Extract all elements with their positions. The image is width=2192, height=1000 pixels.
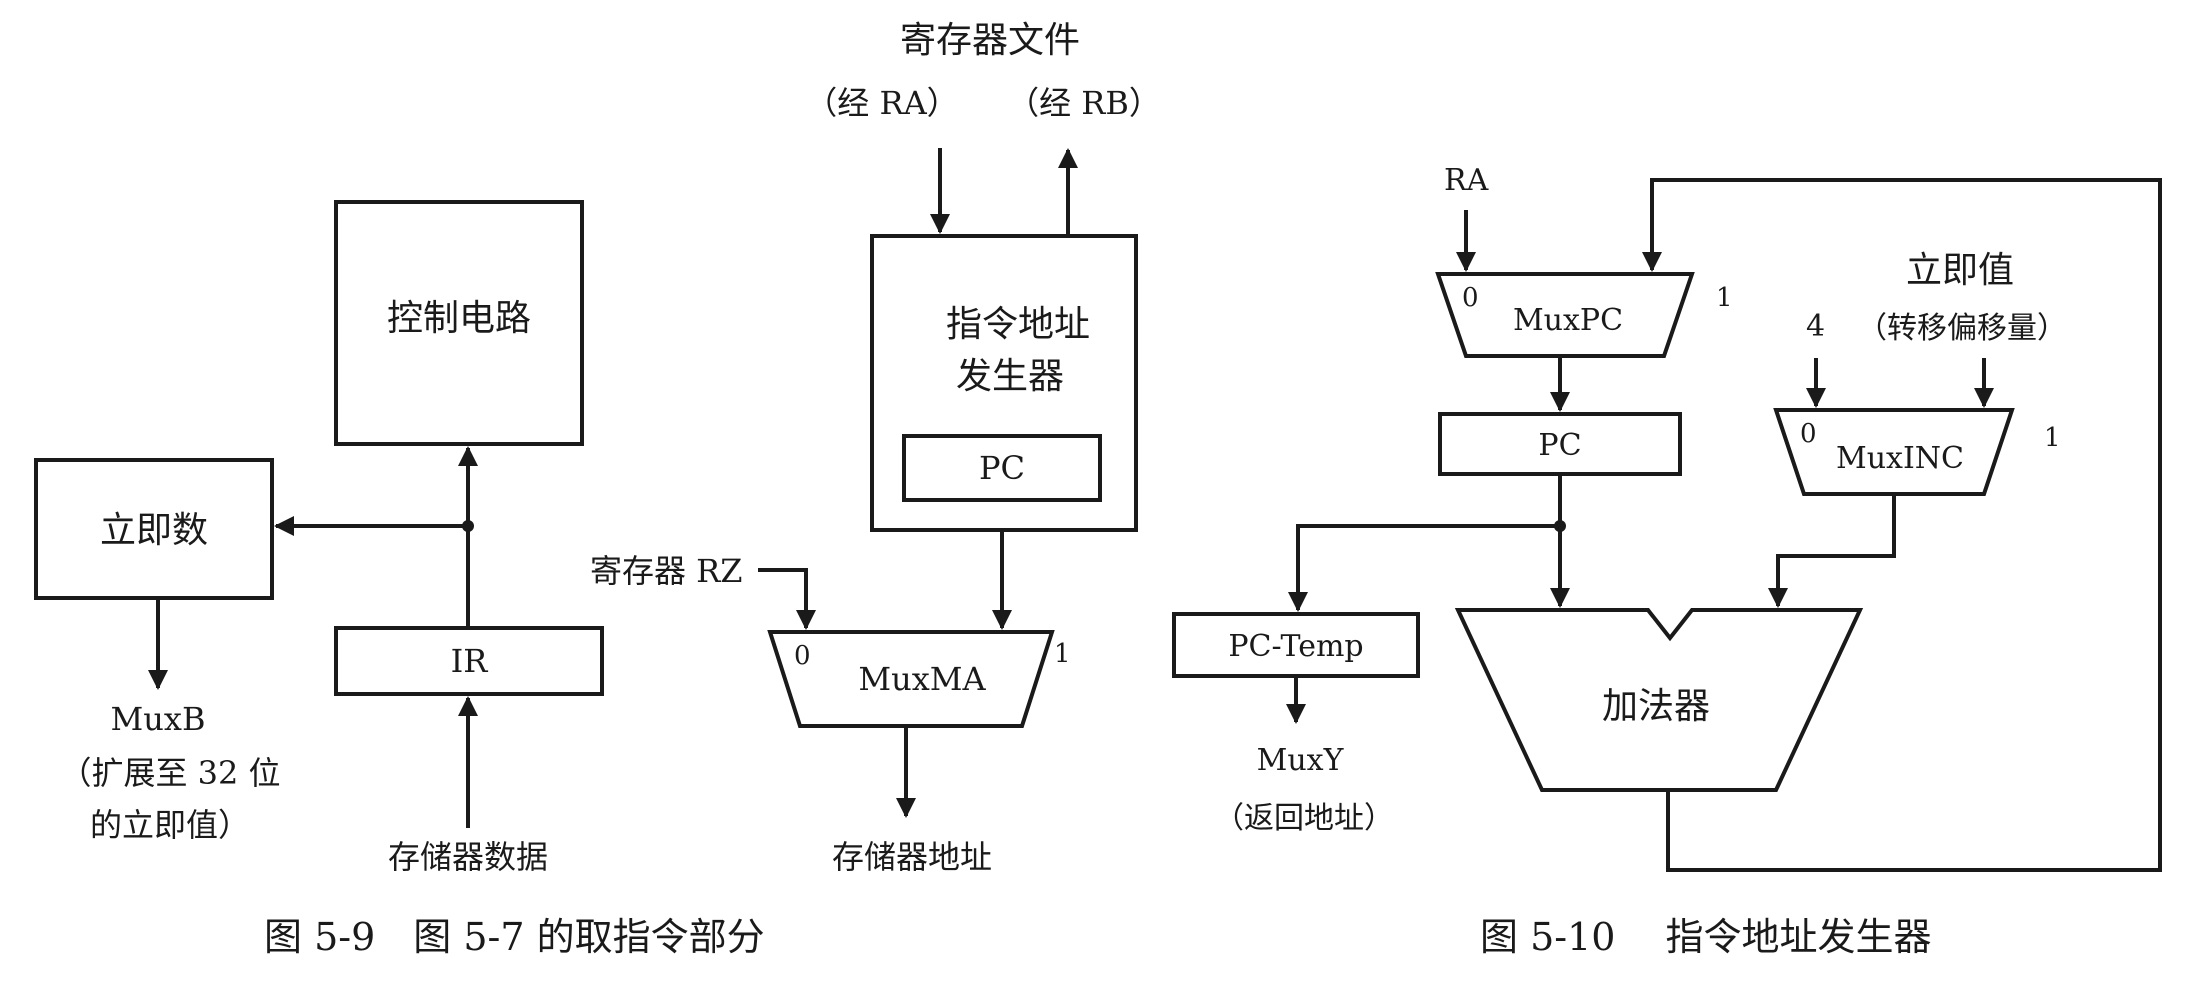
ra-label: RA [1444, 163, 1489, 198]
muxinc-to-adder-wire [1768, 494, 1896, 608]
adder-unit [1454, 608, 1864, 792]
figure-5-10-caption: 图 5-10 指令地址发生器 [1480, 915, 1932, 959]
muxpc-mux [1435, 272, 1695, 358]
figure-5-10: RA 0 1 MuxPC PC PC-Temp MuxY （返回地址） 立即值 … [1172, 163, 2162, 959]
muxy-label: MuxY [1257, 743, 1345, 778]
control-circuit-box [334, 200, 584, 446]
adder-label: 加法器 [1602, 686, 1710, 727]
pc-temp-register [1172, 612, 1420, 678]
muxpc-label: MuxPC [1513, 303, 1623, 338]
pc-to-pctemp-wire [1288, 524, 1560, 612]
mem-addr-label: 存储器地址 [832, 838, 992, 876]
pc-label-10: PC [1538, 428, 1581, 463]
branch-offset-label: （转移偏移量） [1857, 311, 2067, 346]
immediate-label: 立即数 [100, 510, 208, 551]
muxma-input1-label: 1 [1054, 639, 1071, 669]
iag-label-line2: 发生器 [956, 356, 1064, 397]
muxinc-input0-label: 0 [1800, 419, 1817, 449]
muxinc-input1-label: 1 [2044, 423, 2061, 453]
pc-temp-label: PC-Temp [1228, 629, 1363, 664]
immediate-value-label: 立即值 [1906, 250, 2014, 291]
figure-5-9: 控制电路 立即数 IR 存储器数据 MuxB （扩展至 32 位 的立即值） 寄… [34, 20, 1161, 959]
muxma-mux [767, 630, 1055, 728]
mem-data-label: 存储器数据 [388, 838, 548, 876]
muxb-note-line1: （扩展至 32 位 [59, 754, 280, 792]
muxb-label: MuxB [111, 700, 206, 738]
adder-feedback-wire [1642, 178, 2162, 872]
muxpc-input0-label: 0 [1462, 283, 1479, 313]
via-rb-label: （经 RB） [1007, 84, 1161, 122]
pc-register-10 [1438, 412, 1682, 476]
muxb-note-line2: 的立即值） [90, 806, 250, 844]
ir-label: IR [451, 642, 489, 680]
iag-label-line1: 指令地址 [946, 304, 1090, 345]
four-label: 4 [1806, 309, 1825, 344]
return-addr-label: （返回地址） [1214, 801, 1394, 836]
muxma-input0-label: 0 [794, 641, 811, 671]
muxma-label: MuxMA [858, 660, 986, 698]
regfile-label: 寄存器文件 [900, 20, 1080, 61]
register-rz-label: 寄存器 RZ [590, 552, 743, 590]
figure-5-9-caption: 图 5-9 图 5-7 的取指令部分 [264, 915, 765, 959]
muxinc-label: MuxINC [1836, 441, 1964, 476]
immediate-box [34, 458, 274, 600]
control-circuit-label: 控制电路 [387, 298, 531, 339]
via-ra-label: （经 RA） [805, 84, 958, 122]
rz-to-muxma-wire [758, 568, 816, 630]
pc-register [902, 434, 1102, 502]
pc-label: PC [979, 449, 1025, 487]
muxpc-input1-label: 1 [1716, 283, 1733, 313]
muxinc-mux [1773, 408, 2015, 496]
